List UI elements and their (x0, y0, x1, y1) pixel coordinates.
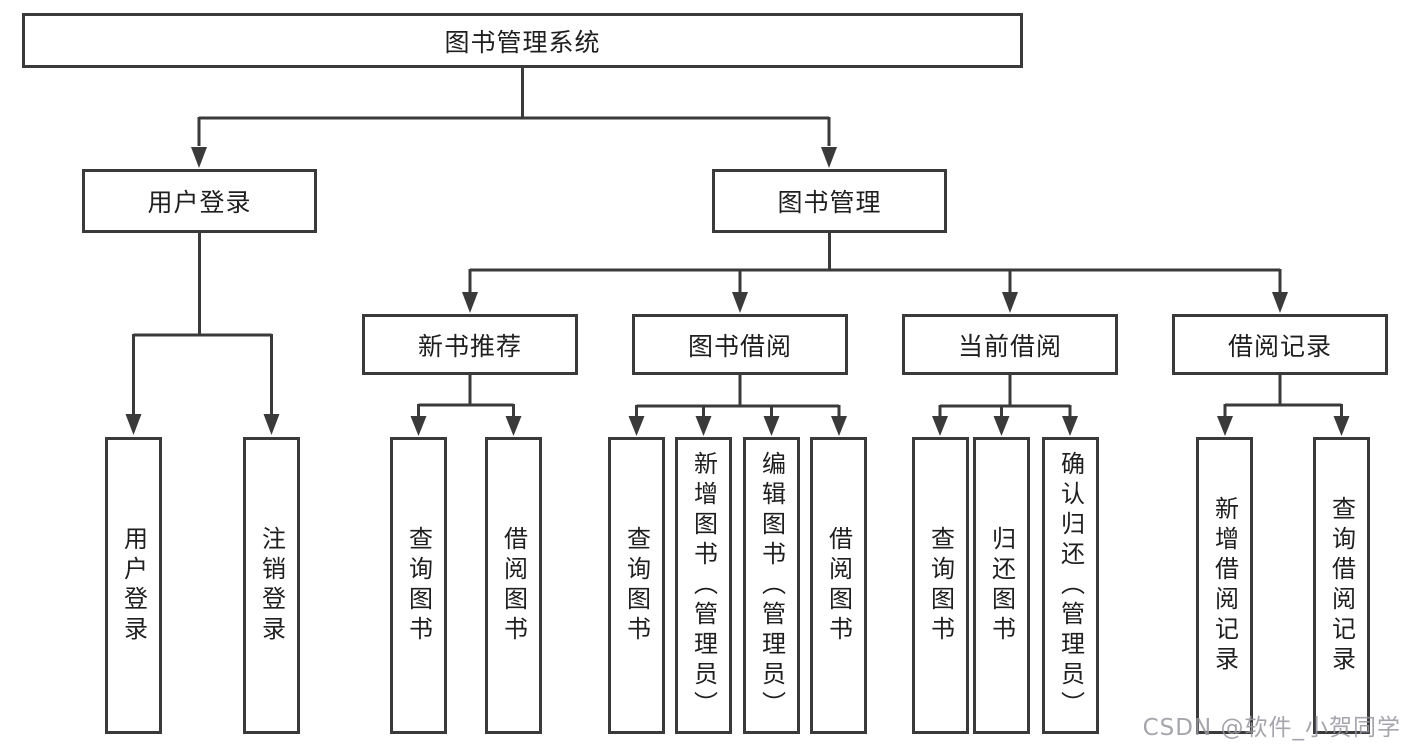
leaf-current-return-label: 归还图书 (987, 525, 1016, 646)
leaf-borrow-query-label: 查询图书 (622, 525, 651, 646)
leaf-borrow-book-label: 借阅图书 (824, 525, 853, 646)
arrowhead-icon (821, 147, 837, 168)
node-book-mgmt: 图书管理 (712, 169, 947, 233)
arrowhead-icon (191, 147, 207, 168)
node-current-label: 当前借阅 (957, 331, 1062, 361)
arrowhead-icon (1002, 292, 1018, 313)
leaf-new-books-borrow: 借阅图书 (485, 437, 542, 734)
arrowhead-icon (1062, 416, 1078, 436)
arrowhead-icon (263, 414, 280, 435)
leaf-current-query: 查询图书 (912, 437, 969, 734)
arrowhead-icon (462, 292, 478, 313)
node-user-login-label: 用户登录 (147, 188, 252, 217)
arrowhead-icon (505, 416, 522, 436)
node-borrow-label: 图书借阅 (687, 331, 792, 361)
leaf-user-login-label: 用户登录 (119, 525, 148, 646)
arrowhead-icon (1217, 416, 1233, 436)
node-root-label: 图书管理系统 (444, 27, 601, 57)
node-user-login: 用户登录 (82, 169, 317, 233)
leaf-records-add-label: 新增借阅记录 (1210, 495, 1239, 676)
node-book-mgmt-label: 图书管理 (777, 188, 882, 217)
leaf-borrow-add-label: 新增图书（管理员） (689, 450, 718, 721)
leaf-new-books-query: 查询图书 (390, 437, 447, 734)
leaf-user-login: 用户登录 (105, 437, 162, 734)
arrowhead-icon (763, 416, 780, 436)
arrowhead-icon (831, 416, 847, 436)
leaf-borrow-add: 新增图书（管理员） (675, 437, 732, 734)
node-borrow: 图书借阅 (632, 314, 848, 375)
leaf-records-query-label: 查询借阅记录 (1327, 495, 1356, 676)
leaf-current-confirm-return-label: 确认归还（管理员） (1056, 450, 1085, 721)
connector-new-books-to-leaves (410, 375, 522, 436)
connector-current-to-leaves (932, 375, 1078, 436)
leaf-borrow-edit-label: 编辑图书（管理员） (757, 450, 786, 721)
leaf-current-confirm-return: 确认归还（管理员） (1042, 437, 1099, 734)
arrowhead-icon (993, 416, 1010, 436)
node-records-label: 借阅记录 (1227, 331, 1332, 361)
leaf-borrow-edit: 编辑图书（管理员） (743, 437, 800, 734)
arrowhead-icon (1272, 292, 1288, 313)
arrowhead-icon (732, 292, 748, 313)
leaf-logout-label: 注销登录 (257, 525, 286, 646)
leaf-records-add: 新增借阅记录 (1196, 437, 1253, 734)
connector-root-to-level2 (191, 68, 837, 168)
leaf-new-books-borrow-label: 借阅图书 (499, 525, 528, 646)
leaf-current-query-label: 查询图书 (926, 525, 955, 646)
node-root: 图书管理系统 (22, 13, 1023, 68)
connector-records-to-leaves (1217, 375, 1350, 436)
node-current: 当前借阅 (902, 314, 1118, 375)
leaf-records-query: 查询借阅记录 (1313, 437, 1370, 734)
leaf-new-books-query-label: 查询图书 (404, 525, 433, 646)
leaf-current-return: 归还图书 (973, 437, 1030, 734)
csdn-watermark: CSDN @软件_小贺同学 (1142, 715, 1401, 741)
leaf-logout: 注销登录 (243, 437, 300, 734)
node-new-books: 新书推荐 (362, 314, 578, 375)
connector-borrow-to-leaves (628, 375, 847, 436)
connector-book-mgmt-to-level3 (462, 233, 1288, 313)
arrowhead-icon (1333, 416, 1350, 436)
node-records: 借阅记录 (1172, 314, 1388, 375)
connector-user-login-to-leaves (125, 233, 280, 435)
arrowhead-icon (932, 416, 948, 436)
leaf-borrow-query: 查询图书 (608, 437, 665, 734)
arrowhead-icon (628, 416, 645, 436)
node-new-books-label: 新书推荐 (417, 331, 522, 361)
arrowhead-icon (125, 414, 142, 435)
arrowhead-icon (695, 416, 712, 436)
arrowhead-icon (410, 416, 427, 436)
leaf-borrow-book: 借阅图书 (810, 437, 867, 734)
